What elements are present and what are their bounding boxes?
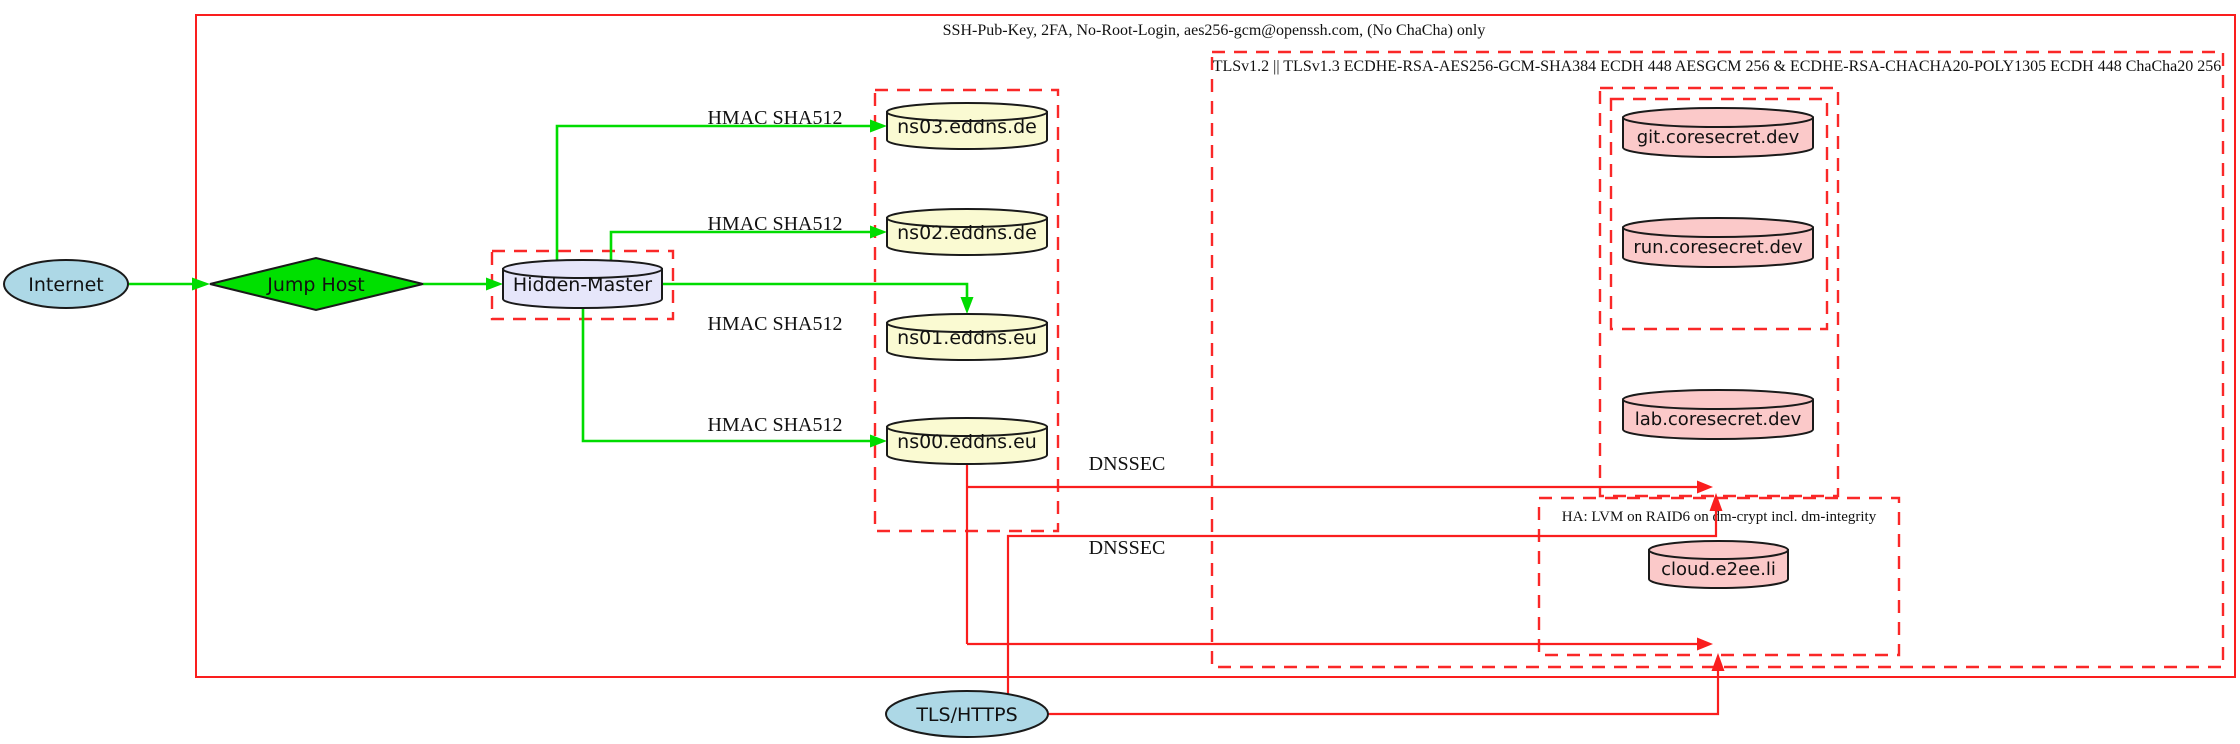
edge-dnssec-label-2: DNSSEC: [1089, 537, 1166, 559]
arrowhead-dnssec-ha: [1697, 637, 1713, 651]
node-git-label: git.coresecret.dev: [1637, 127, 1800, 148]
node-hidden-master-label: Hidden-Master: [513, 274, 652, 296]
node-cloud-cylinder-top: [1648, 540, 1789, 560]
arrowhead-tlshttps-ha: [1711, 653, 1725, 671]
node-ns01-cylinder-top: [886, 313, 1048, 333]
edge-tlshttps-coresecret: [1006, 511, 1718, 694]
node-run-label: run.coresecret.dev: [1633, 237, 1803, 258]
edge-hiddenmaster-ns00: [581, 308, 870, 443]
arrowhead-hiddenmaster-ns01: [960, 297, 974, 314]
node-git-cylinder: [1622, 116, 1814, 158]
ssh-cluster-label: SSH-Pub-Key, 2FA, No-Root-Login, aes256-…: [943, 22, 1486, 39]
node-ns02-cylinder-top: [886, 208, 1048, 228]
node-cloud-cylinder: [1648, 549, 1789, 589]
tls-cluster-label: TLSv1.2 || TLSv1.3 ECDHE-RSA-AES256-GCM-…: [1213, 58, 2222, 75]
edge-dnssec-label-1: DNSSEC: [1089, 453, 1166, 475]
node-ns02-label: ns02.eddns.de: [897, 222, 1037, 244]
node-lab-cylinder: [1622, 398, 1814, 440]
arrowhead-hiddenmaster-ns03: [870, 119, 887, 133]
arrowhead-jumphost-hiddenmaster: [486, 277, 503, 291]
node-lab-cylinder-top: [1622, 389, 1814, 410]
node-ns03-cylinder-top: [886, 102, 1048, 122]
arrowhead-hiddenmaster-ns00: [870, 434, 887, 448]
node-hidden-master-cylinder: [502, 268, 663, 309]
coresecret-cluster-box: [1598, 86, 1840, 498]
node-ns03-label: ns03.eddns.de: [897, 116, 1037, 138]
node-tls-https-ellipse: [885, 690, 1049, 738]
edge-hmac-label-2: HMAC SHA512: [707, 213, 842, 235]
arrowhead-tlshttps-coresecret: [1709, 493, 1723, 511]
node-ns01-label: ns01.eddns.eu: [897, 327, 1037, 349]
node-ns00-cylinder-top: [886, 417, 1048, 437]
node-run-cylinder-top: [1622, 217, 1814, 238]
node-internet-label: Internet: [28, 274, 103, 296]
node-ns00-cylinder: [886, 426, 1048, 465]
node-ns02-cylinder: [886, 217, 1048, 256]
node-jump-host-label: Jump Host: [266, 274, 365, 296]
node-jump-host-diamond: [209, 256, 424, 312]
edge-tlshttps-ha: [1048, 671, 1720, 716]
node-ns00-label: ns00.eddns.eu: [897, 431, 1037, 453]
ha-cluster-label: HA: LVM on RAID6 on dm-crypt incl. dm-in…: [1562, 509, 1877, 525]
node-run-cylinder: [1622, 226, 1814, 268]
node-ns01-cylinder: [886, 322, 1048, 361]
arrowhead-dnssec-coresecret: [1697, 480, 1713, 494]
arrowhead-hiddenmaster-ns02: [870, 225, 887, 239]
ha-cluster-box: [1537, 496, 1901, 657]
edge-hiddenmaster-ns01: [662, 282, 969, 297]
edge-hiddenmaster-ns02: [609, 230, 870, 260]
node-git-cylinder-top: [1622, 107, 1814, 128]
edge-hmac-label-1: HMAC SHA512: [707, 107, 842, 129]
node-hidden-master-cylinder-top: [502, 259, 663, 279]
node-tls-https-label: TLS/HTTPS: [915, 704, 1017, 726]
arrowhead-internet-jumphost: [192, 277, 210, 291]
node-ns03-cylinder: [886, 111, 1048, 150]
ssh-cluster-box: [195, 14, 2236, 678]
coresecret-inner-cluster-box: [1609, 97, 1829, 331]
edge-hmac-label-4: HMAC SHA512: [707, 414, 842, 436]
node-cloud-label: cloud.e2ee.li: [1661, 559, 1776, 580]
edge-hmac-label-3: HMAC SHA512: [707, 313, 842, 335]
edge-hiddenmaster-ns03: [555, 124, 870, 260]
node-lab-label: lab.coresecret.dev: [1635, 409, 1802, 430]
node-internet-ellipse: [3, 259, 129, 309]
